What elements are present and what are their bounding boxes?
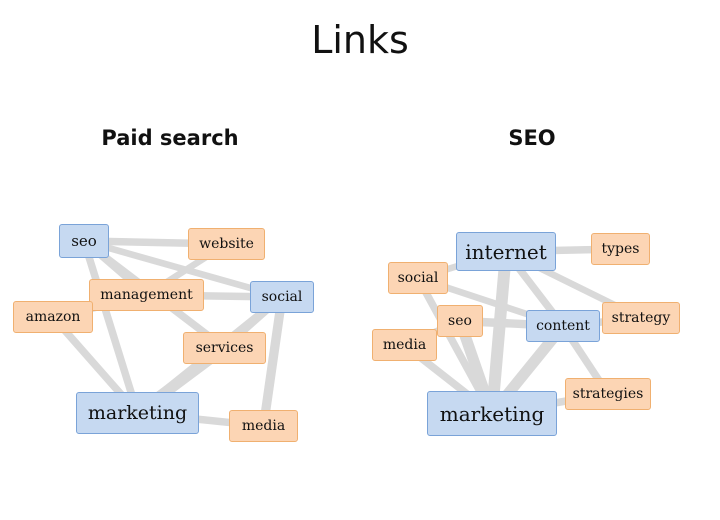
slide-title: Links [311,18,409,62]
seo-node-content: content [526,310,600,342]
seo-edge-internet-marketing [486,245,512,420]
paid-node-amazon: amazon [13,301,93,333]
paid-node-services: services [183,332,266,364]
seo-node-strategies: strategies [565,378,651,410]
seo-node-media: media [372,329,437,361]
paid-edge-seo-marketing [80,237,142,417]
seo-node-marketing: marketing [427,391,557,436]
seo-node-social: social [388,262,448,294]
paid-node-website: website [188,228,265,260]
seo-node-seo: seo [437,305,483,337]
seo-node-strategy: strategy [602,302,680,334]
paid-node-media: media [229,410,298,442]
seo-heading: SEO [508,126,556,150]
paid-node-management: management [89,279,204,311]
seo-node-internet: internet [456,232,556,271]
paid-node-seo: seo [59,224,109,258]
seo-node-types: types [591,233,650,265]
paid-node-marketing: marketing [76,392,199,434]
paid-search-heading: Paid search [101,126,239,150]
paid-node-social: social [250,281,314,313]
paid-edge-social-media [258,292,287,431]
